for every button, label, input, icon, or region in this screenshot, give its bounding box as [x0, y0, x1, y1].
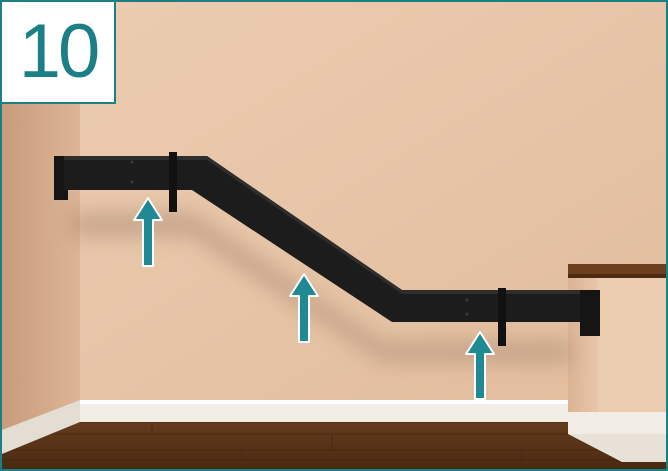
step-number-box: 10: [2, 2, 116, 104]
right-clip: [498, 288, 506, 346]
left-wall: [2, 102, 80, 442]
pillar-baseboard: [568, 412, 666, 434]
left-clip: [169, 152, 177, 212]
pillar-cap: [568, 264, 666, 274]
step-number: 10: [19, 14, 98, 90]
pillar-front: [598, 270, 666, 415]
